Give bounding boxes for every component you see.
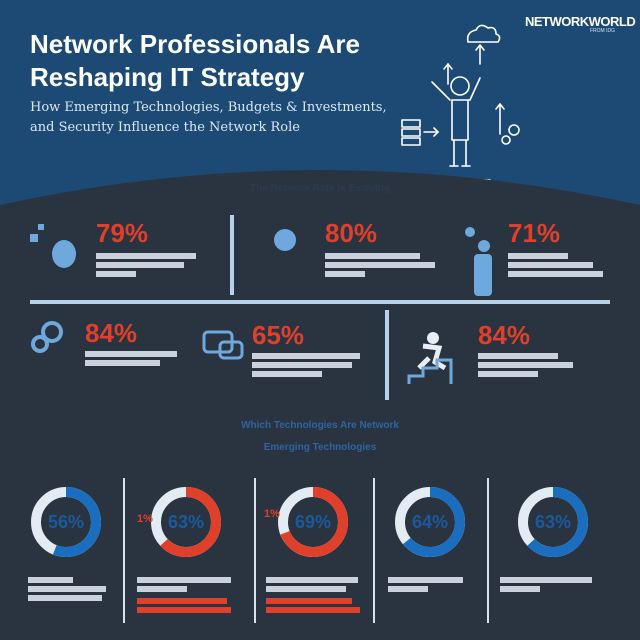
globe-icon xyxy=(274,229,296,251)
stat-value-3: 71% xyxy=(508,218,561,248)
donut-value-4: 64% xyxy=(411,512,449,532)
stat-text-1 xyxy=(96,250,211,280)
divider-vertical xyxy=(230,215,234,295)
donut-arc xyxy=(151,487,221,557)
divider-horizontal xyxy=(30,300,610,304)
brand-sub: FROM IDG xyxy=(590,28,615,34)
donut-value-1: 56% xyxy=(47,512,85,532)
donut-value-3: 69% xyxy=(294,512,332,532)
divider-spacer xyxy=(30,400,610,403)
stat-value-6: 84% xyxy=(478,320,531,350)
donut-value-5: 63% xyxy=(534,512,572,532)
donut-arc xyxy=(518,487,588,557)
person-idea-icon xyxy=(465,227,492,296)
page-subtitle: How Emerging Technologies, Budgets & Inv… xyxy=(30,100,387,135)
donut-chart-5: 63% xyxy=(517,486,589,558)
donut-prefix-2: 1% xyxy=(137,513,153,525)
donut-prefix-3: 1% xyxy=(264,508,280,520)
donut-chart-4: 64% xyxy=(394,486,466,558)
stat-text-3 xyxy=(508,250,623,280)
network-professional-illustration xyxy=(401,24,520,181)
donut-caption-5 xyxy=(500,574,595,595)
stat-text-6 xyxy=(478,350,593,380)
section-heading-role: The Network Role Is Evolving xyxy=(249,183,391,194)
donut-chart-2: 63% xyxy=(150,486,222,558)
donut-chart-3: 69% xyxy=(277,486,349,558)
stat-text-5 xyxy=(252,350,367,380)
donut-caption-4 xyxy=(388,574,483,595)
award-ribbon-icon xyxy=(31,321,63,353)
chat-bubbles-icon xyxy=(202,330,244,360)
donut-caption-2 xyxy=(137,574,232,616)
stat-value-2: 80% xyxy=(325,218,378,248)
donut-arc xyxy=(278,487,348,557)
column-divider xyxy=(123,478,125,623)
column-divider xyxy=(487,478,489,623)
stat-value-4: 84% xyxy=(85,318,138,348)
donut-caption-3 xyxy=(266,574,361,616)
climber-stairs-icon xyxy=(407,332,453,384)
divider-vertical xyxy=(385,310,389,400)
column-divider xyxy=(254,478,256,623)
brain-icon xyxy=(30,224,76,268)
stat-value-5: 65% xyxy=(252,320,305,350)
page-title: Network Professionals Are Reshaping IT S… xyxy=(30,29,360,92)
donut-caption-1 xyxy=(28,574,123,604)
column-divider xyxy=(373,478,375,623)
stat-value-1: 79% xyxy=(96,218,149,248)
donut-arc xyxy=(31,487,101,557)
donut-arc xyxy=(395,487,465,557)
brand-logo: NETWORKWORLD xyxy=(525,14,636,29)
donut-chart-1: 56% xyxy=(30,486,102,558)
stat-text-2 xyxy=(325,250,440,280)
section-heading-tech-2: Emerging Technologies xyxy=(263,442,377,453)
stat-text-4 xyxy=(85,348,200,369)
donut-value-2: 63% xyxy=(167,512,205,532)
section-heading-tech-1: Which Technologies Are Network xyxy=(241,420,399,431)
